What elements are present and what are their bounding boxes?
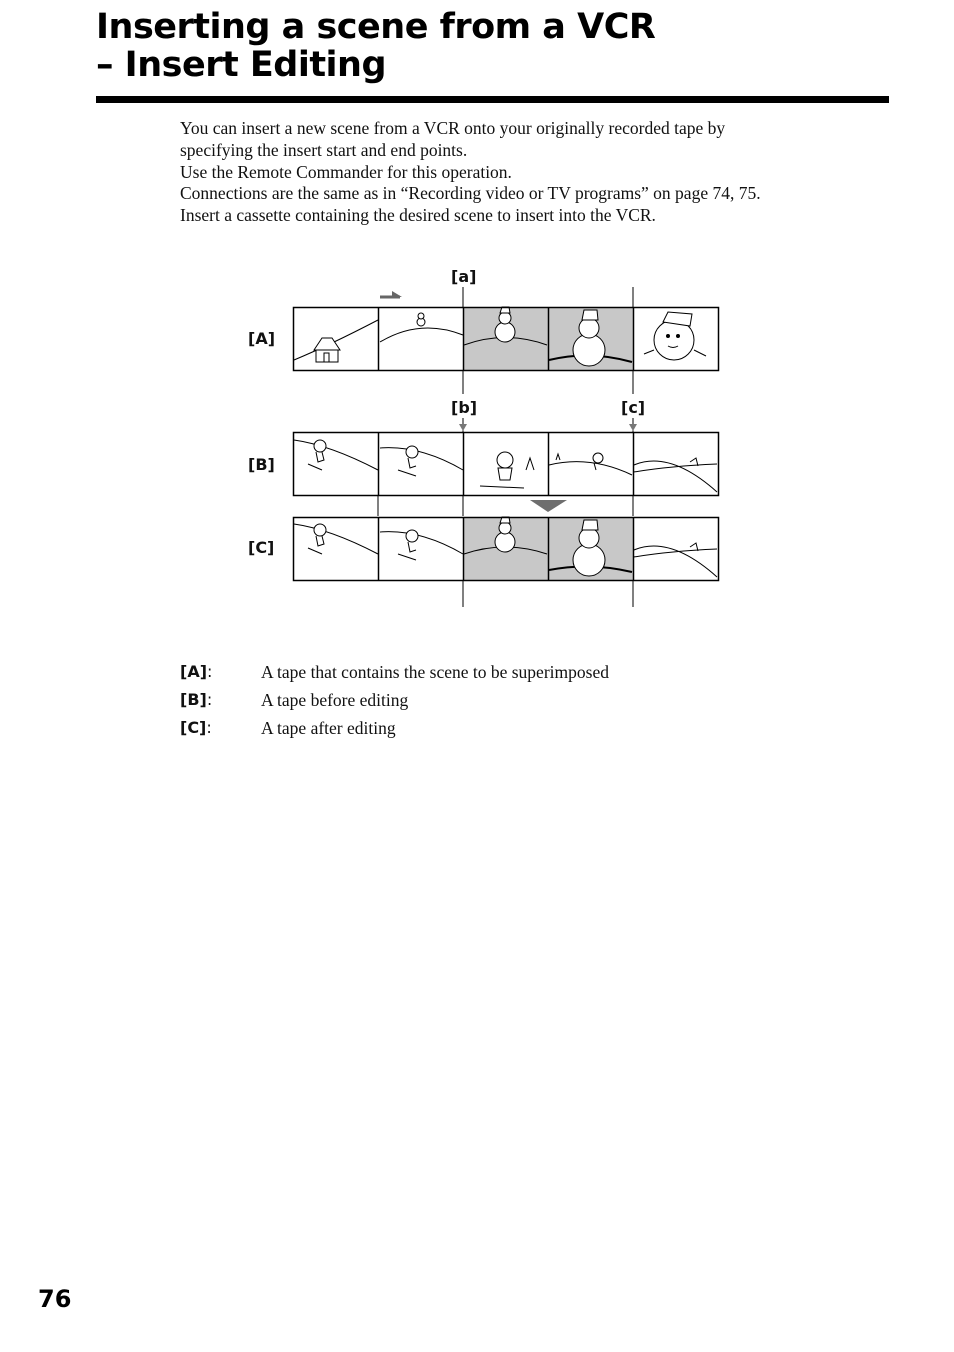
hill-scene-icon xyxy=(380,313,463,342)
legend-key-wrap: [A]: xyxy=(180,660,212,684)
marker-a-label: [a] xyxy=(451,267,476,286)
legend: [A]: A tape that contains the scene to b… xyxy=(180,660,780,744)
play-direction-arrow-icon xyxy=(380,291,402,297)
insert-editing-diagram: [a] [b] [c] [A] [B] [C] xyxy=(0,0,954,660)
legend-text: A tape after editing xyxy=(261,716,396,740)
legend-text: A tape that contains the scene to be sup… xyxy=(261,660,609,684)
insert-end-arrow-icon xyxy=(629,424,637,431)
snowman-large-icon xyxy=(644,312,706,360)
skier-scene-2-icon xyxy=(380,530,463,560)
row-label-A: [A] xyxy=(248,329,275,348)
tape-C-strip xyxy=(294,517,719,581)
row-label-B: [B] xyxy=(248,455,275,474)
legend-text: A tape before editing xyxy=(261,688,408,712)
legend-row: [A]: A tape that contains the scene to b… xyxy=(180,660,780,688)
tape-A-strip xyxy=(294,307,719,371)
legend-row: [C]: A tape after editing xyxy=(180,716,780,744)
slope-scene-icon xyxy=(634,543,717,577)
legend-key: [A] xyxy=(180,662,207,681)
tape-B-strip xyxy=(294,432,719,496)
page-number: 76 xyxy=(38,1285,71,1313)
insert-start-arrow-icon xyxy=(459,424,467,431)
legend-key: [B] xyxy=(180,690,207,709)
skier-scene-4-icon xyxy=(549,453,632,475)
skier-scene-1-icon xyxy=(294,524,378,554)
result-down-arrow-icon xyxy=(530,500,567,512)
marker-c-label: [c] xyxy=(621,398,645,417)
skier-scene-2-icon xyxy=(380,446,463,476)
slope-scene-icon xyxy=(634,458,717,492)
row-label-C: [C] xyxy=(248,538,274,557)
legend-key-wrap: [B]: xyxy=(180,688,212,712)
legend-row: [B]: A tape before editing xyxy=(180,688,780,716)
legend-key: [C] xyxy=(180,718,206,737)
house-scene-icon xyxy=(294,320,378,362)
skier-scene-3-icon xyxy=(480,452,534,488)
skier-scene-1-icon xyxy=(294,440,378,470)
marker-b-label: [b] xyxy=(451,398,477,417)
legend-key-wrap: [C]: xyxy=(180,716,212,740)
